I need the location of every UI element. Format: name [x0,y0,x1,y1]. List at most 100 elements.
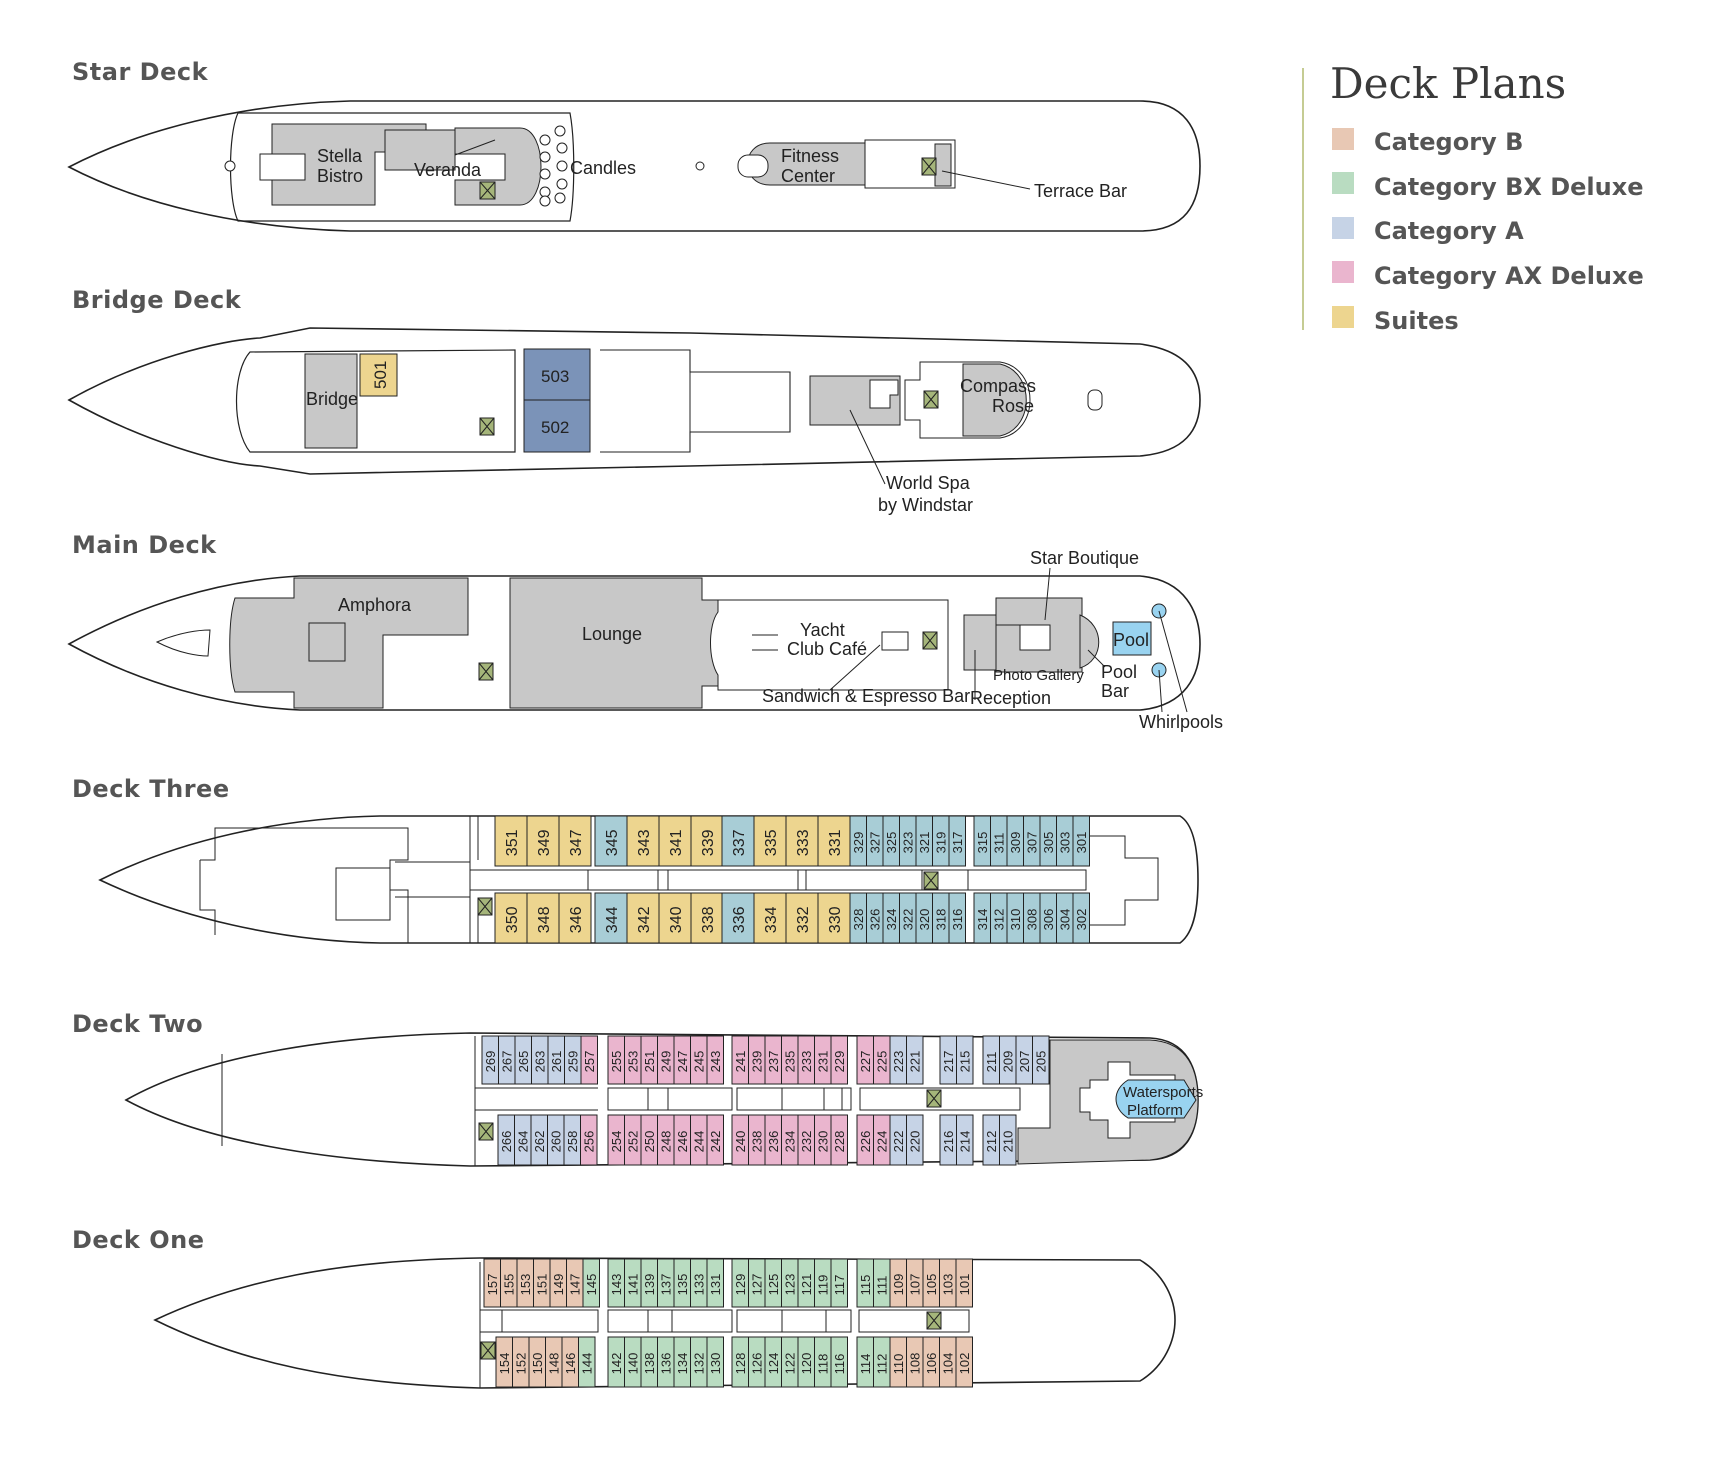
cabin-254-label: 254 [609,1131,624,1153]
deck-one-title: Deck One [72,1226,205,1254]
cabin-302[interactable] [1072,892,1090,944]
cabin-260-label: 260 [548,1131,563,1153]
cabin-228-label: 228 [832,1131,847,1153]
cabin-267-label: 267 [499,1051,514,1073]
cabin-136-label: 136 [658,1353,673,1375]
cabin-349[interactable] [526,815,560,867]
cabin-117[interactable] [830,1258,848,1308]
main-deck: Main Deck Amphora Lounge Yacht Club Café… [67,531,1223,732]
cabin-109-label: 109 [891,1274,906,1296]
cabin-330[interactable] [817,892,851,944]
cabin-215[interactable] [956,1035,974,1085]
cabin-334[interactable] [753,892,787,944]
cabin-220[interactable] [906,1114,924,1166]
cabin-307-label: 307 [1024,832,1039,854]
cabin-221-label: 221 [907,1051,922,1073]
deck-three-title: Deck Three [72,775,230,803]
cabin-308-label: 308 [1024,909,1039,931]
cabin-106-label: 106 [924,1353,939,1375]
cabin-116[interactable] [830,1336,848,1388]
cabin-130[interactable] [706,1336,724,1388]
cabin-346[interactable] [558,892,592,944]
cabin-210[interactable] [999,1114,1017,1166]
cabin-131-label: 131 [708,1274,723,1296]
legend-swatch-category-bx [1332,172,1354,194]
cabin-331-label: 331 [827,829,844,856]
legend-label-category-b: Category B [1374,128,1523,156]
cabin-345[interactable] [594,815,628,867]
cabin-332[interactable] [785,892,819,944]
cabin-251-label: 251 [642,1051,657,1073]
cabin-101[interactable] [955,1258,973,1308]
cabin-205[interactable] [1032,1035,1050,1085]
cabin-242[interactable] [706,1114,724,1166]
cabin-328-label: 328 [851,909,866,931]
cabin-145[interactable] [582,1258,600,1308]
watersports-platform [1115,1079,1197,1119]
cabin-102[interactable] [955,1336,973,1388]
suite-501[interactable] [359,353,398,397]
photo-gallery-label: Photo Gallery [993,667,1084,684]
suite-502[interactable] [523,399,591,453]
cabin-343[interactable] [626,815,660,867]
cabin-341[interactable] [658,815,692,867]
cabin-144[interactable] [578,1336,596,1388]
cabin-119-label: 119 [815,1275,830,1296]
cabin-257[interactable] [580,1035,598,1085]
cabin-301[interactable] [1072,815,1090,867]
cabin-125-label: 125 [766,1274,781,1296]
pool-bar-label-1: Pool [1101,662,1137,682]
cabin-343-label: 343 [636,829,653,856]
cabin-340[interactable] [658,892,692,944]
cabin-229-label: 229 [832,1051,847,1073]
cabin-337-label: 337 [731,829,748,856]
cabin-350[interactable] [494,892,528,944]
cabin-316-label: 316 [950,909,965,931]
bridge-deck: Bridge Deck 501 503 502 Bridge Compass R… [67,286,1201,515]
cabin-347[interactable] [558,815,592,867]
cabin-258-label: 258 [565,1131,580,1153]
deck-one-elevator-2-x [926,1311,942,1330]
cabin-225-label: 225 [874,1051,889,1073]
cabin-116-label: 116 [832,1354,847,1375]
deck-three-elevator-2-x [923,871,939,890]
cabin-317[interactable] [948,815,966,867]
cabin-306-label: 306 [1041,909,1056,931]
main-elevator-2-x [922,631,938,650]
cabin-243[interactable] [706,1035,724,1085]
yacht-club-area [710,599,949,691]
deck-one-elevator-1-x [480,1341,496,1360]
suite-503-label: 503 [541,367,569,386]
cabin-121-label: 121 [799,1274,814,1296]
cabin-339[interactable] [690,815,724,867]
cabin-147-label: 147 [567,1274,582,1296]
cabin-155-label: 155 [501,1274,516,1296]
cabin-342[interactable] [626,892,660,944]
bridge-bow-fixture [1087,389,1103,411]
cabin-214[interactable] [956,1114,974,1166]
cabin-257-label: 257 [582,1051,597,1073]
cabin-228[interactable] [830,1114,848,1166]
cabin-122-label: 122 [782,1353,797,1375]
boutique-leader [1044,567,1051,621]
cabin-316[interactable] [948,892,966,944]
cabin-151-label: 151 [534,1274,549,1296]
cabin-336[interactable] [721,892,755,944]
cabin-205-label: 205 [1033,1051,1048,1073]
cabin-221[interactable] [906,1035,924,1085]
cabin-229[interactable] [830,1035,848,1085]
cabin-337[interactable] [721,815,755,867]
cabin-241-label: 241 [733,1051,748,1073]
cabin-131[interactable] [706,1258,724,1308]
deck-two-corridor-rooms [607,1087,1021,1111]
cabin-256-label: 256 [581,1131,596,1153]
cabin-126-label: 126 [749,1353,764,1375]
cabin-348[interactable] [526,892,560,944]
cabin-256[interactable] [580,1114,598,1166]
cabin-351[interactable] [494,815,528,867]
cabin-335[interactable] [753,815,787,867]
